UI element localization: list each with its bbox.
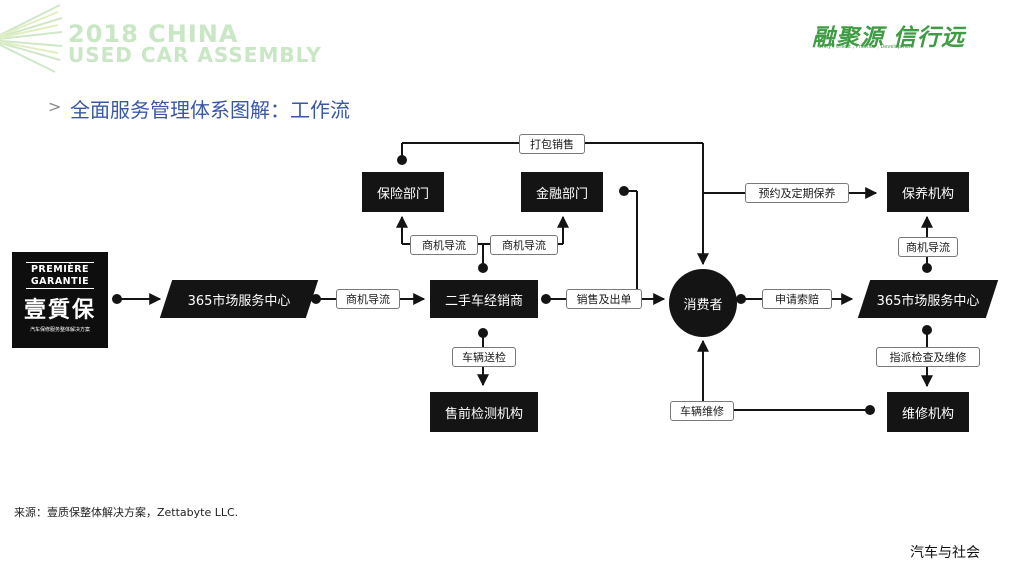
node-consumer: 消费者 <box>669 269 737 337</box>
logo-line-1: PREMIÈRE <box>30 264 90 275</box>
edge-label-referral-insurance: 商机导流 <box>410 235 478 255</box>
node-finance-dept: 金融部门 <box>521 172 603 212</box>
logo-subtitle: 汽车保修服务整体解决方案 <box>29 327 90 333</box>
node-insurance-dept: 保险部门 <box>362 172 444 212</box>
premiere-garantie-logo: PREMIÈRE GARANTIE 壹質保 汽车保修服务整体解决方案 <box>12 252 108 348</box>
logo-line-2: GARANTIE <box>30 276 90 287</box>
event-title-line-2: USED CAR ASSEMBLY <box>68 43 322 67</box>
edge-label-referral-maintenance: 商机导流 <box>898 237 958 257</box>
node-inspection-agency: 售前检测机构 <box>430 392 538 432</box>
watermark-text: 汽车与社会 <box>910 545 980 561</box>
edge-label-assign-inspection-repair: 指派检查及维修 <box>876 347 980 367</box>
logo-rule-bottom <box>26 288 94 289</box>
node-maintenance-agency: 保养机构 <box>887 172 969 212</box>
node-service-center-left-label: 365市场服务中心 <box>187 293 291 309</box>
edge-label-referral-dealer: 商机导流 <box>336 289 400 309</box>
brand-tagline: Unity , Credit , Practice , Development <box>818 44 915 50</box>
event-logo-burst <box>0 4 63 73</box>
page-title: 全面服务管理体系图解：工作流 <box>70 98 350 122</box>
logo-chinese-name: 壹質保 <box>23 298 96 323</box>
logo-rule-top <box>26 262 94 263</box>
node-service-center-right-label: 365市场服务中心 <box>876 293 980 309</box>
node-dealer: 二手车经销商 <box>430 280 538 318</box>
edge-label-scheduled-maintenance: 预约及定期保养 <box>745 183 849 203</box>
node-service-center-right: 365市场服务中心 <box>864 280 992 318</box>
brand-slogan: 融聚源 信行远 <box>812 25 966 51</box>
node-service-center-left: 365市场服务中心 <box>166 280 312 318</box>
edge-label-bundle-sales: 打包销售 <box>519 134 585 154</box>
source-note: 来源：壹质保整体解决方案，Zettabyte LLC. <box>14 506 239 519</box>
node-repair-agency: 维修机构 <box>887 392 969 432</box>
edge-label-referral-finance: 商机导流 <box>490 235 558 255</box>
event-title-line-1: 2018 CHINA <box>68 20 239 48</box>
heading-arrow-icon: > <box>48 97 62 116</box>
edge-label-vehicle-inspection: 车辆送检 <box>452 347 516 367</box>
edge-label-claim-request: 申请索赔 <box>762 289 832 309</box>
edge-label-vehicle-repair: 车辆维修 <box>670 401 734 421</box>
edge-label-sales-delivery: 销售及出单 <box>566 289 642 309</box>
